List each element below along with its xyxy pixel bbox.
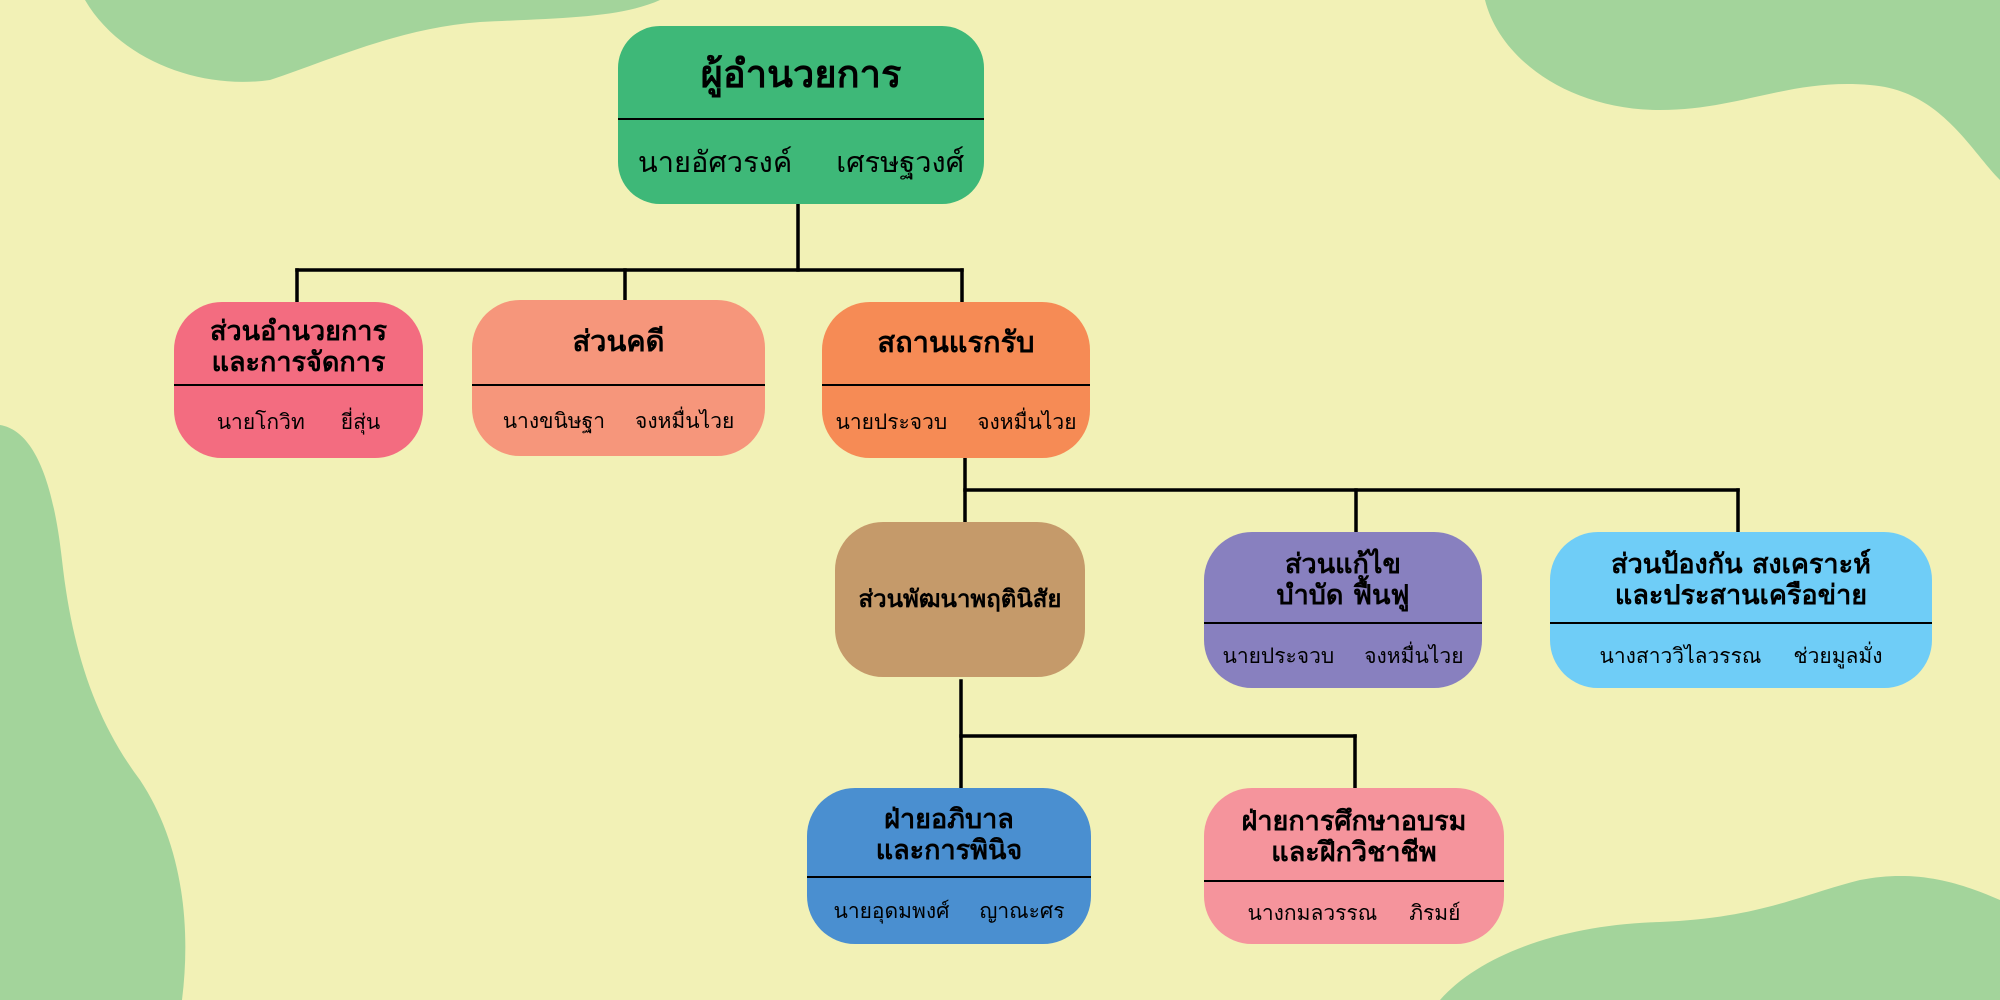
node-title: ส่วนพัฒนาพฤตินิสัย [835,522,1085,677]
node-title: ส่วนอำนวยการ และการจัดการ [174,302,423,384]
title-line-2: และฝึกวิชาชีพ [1271,837,1437,868]
node-title: ผู้อำนวยการ [618,26,984,118]
node-reception: สถานแรกรับ นายประจวบ จงหมื่นไวย [822,302,1090,458]
node-legal: ส่วนคดี นางขนิษฐา จงหมื่นไวย [472,300,765,456]
node-education: ฝ่ายการศึกษาอบรม และฝึกวิชาชีพ นางกมลวรร… [1204,788,1504,944]
divider [1204,880,1504,882]
person-first-name: นางกมลวรรณ [1247,900,1378,925]
title-line-2: และการพินิจ [875,835,1023,866]
person-name: นายอุดมพงศ์ ญาณะศร [807,878,1091,944]
node-director: ผู้อำนวยการ นายอัศวรงค์ เศรษฐวงศ์ [618,26,984,204]
blob-top-right [1485,0,2000,180]
person-name: นางกมลวรรณ ภิรมย์ [1204,882,1504,944]
title-line-1: ส่วนอำนวยการ [210,315,387,347]
blob-top-left [85,0,660,82]
person-first-name: นายอุดมพงศ์ [833,898,950,923]
divider [1550,622,1932,624]
person-first-name: นายประจวบ [1222,643,1335,668]
node-custody: ฝ่ายอภิบาล และการพินิจ นายอุดมพงศ์ ญาณะศ… [807,788,1091,944]
title-line-2: และการจัดการ [211,347,386,378]
person-last-name: ยี่สุ่น [340,409,381,434]
node-behavior: ส่วนพัฒนาพฤตินิสัย [835,522,1085,677]
person-first-name: นายอัศวรงค์ [637,145,793,179]
title-line-2: และประสานเครือข่าย [1614,580,1868,611]
person-last-name: จงหมื่นไวย [635,408,735,433]
person-last-name: เศรษฐวงศ์ [836,145,965,179]
divider [822,384,1090,386]
node-title: ส่วนป้องกัน สงเคราะห์ และประสานเครือข่าย [1550,532,1932,622]
node-rehab: ส่วนแก้ไข บำบัด ฟื้นฟู นายประจวบ จงหมื่น… [1204,532,1482,688]
title-line-1: ฝ่ายการศึกษาอบรม [1241,805,1467,837]
title-text: ผู้อำนวยการ [700,52,902,97]
person-name: นายโกวิท ยี่สุ่น [174,386,423,458]
divider [1204,622,1482,624]
divider [174,384,423,386]
divider [807,876,1091,878]
node-title: ส่วนคดี [472,300,765,384]
title-line-2: บำบัด ฟื้นฟู [1276,580,1410,611]
person-name: นายประจวบ จงหมื่นไวย [1204,624,1482,688]
person-last-name: จงหมื่นไวย [977,409,1077,434]
person-first-name: นายประจวบ [835,409,948,434]
person-name: นางสาววิไลวรรณ ช่วยมูลมั่ง [1550,624,1932,688]
node-prevention: ส่วนป้องกัน สงเคราะห์ และประสานเครือข่าย… [1550,532,1932,688]
person-name: นายอัศวรงค์ เศรษฐวงศ์ [618,120,984,204]
title-line-1: ส่วนป้องกัน สงเคราะห์ [1611,548,1871,580]
blob-bottom-right [1440,875,2000,1000]
title-text: ส่วนคดี [572,324,665,359]
person-first-name: นางสาววิไลวรรณ [1599,643,1762,668]
person-last-name: จงหมื่นไวย [1364,643,1464,668]
title-line-1: ฝ่ายอภิบาล [884,803,1014,835]
title-text: ส่วนพัฒนาพฤตินิสัย [858,584,1062,613]
blob-left [0,425,186,1000]
node-title: ฝ่ายการศึกษาอบรม และฝึกวิชาชีพ [1204,788,1504,880]
person-first-name: นายโกวิท [216,409,305,434]
person-name: นายประจวบ จงหมื่นไวย [822,386,1090,458]
node-title: ฝ่ายอภิบาล และการพินิจ [807,788,1091,876]
divider [472,384,765,386]
title-text: สถานแรกรับ [877,325,1035,360]
person-name: นางขนิษฐา จงหมื่นไวย [472,386,765,456]
node-admin: ส่วนอำนวยการ และการจัดการ นายโกวิท ยี่สุ… [174,302,423,458]
node-title: สถานแรกรับ [822,302,1090,384]
person-last-name: ญาณะศร [979,898,1065,923]
title-line-1: ส่วนแก้ไข [1285,548,1401,580]
person-last-name: ภิรมย์ [1409,900,1461,925]
person-first-name: นางขนิษฐา [502,408,606,433]
divider [618,118,984,120]
node-title: ส่วนแก้ไข บำบัด ฟื้นฟู [1204,532,1482,622]
person-last-name: ช่วยมูลมั่ง [1793,643,1883,668]
